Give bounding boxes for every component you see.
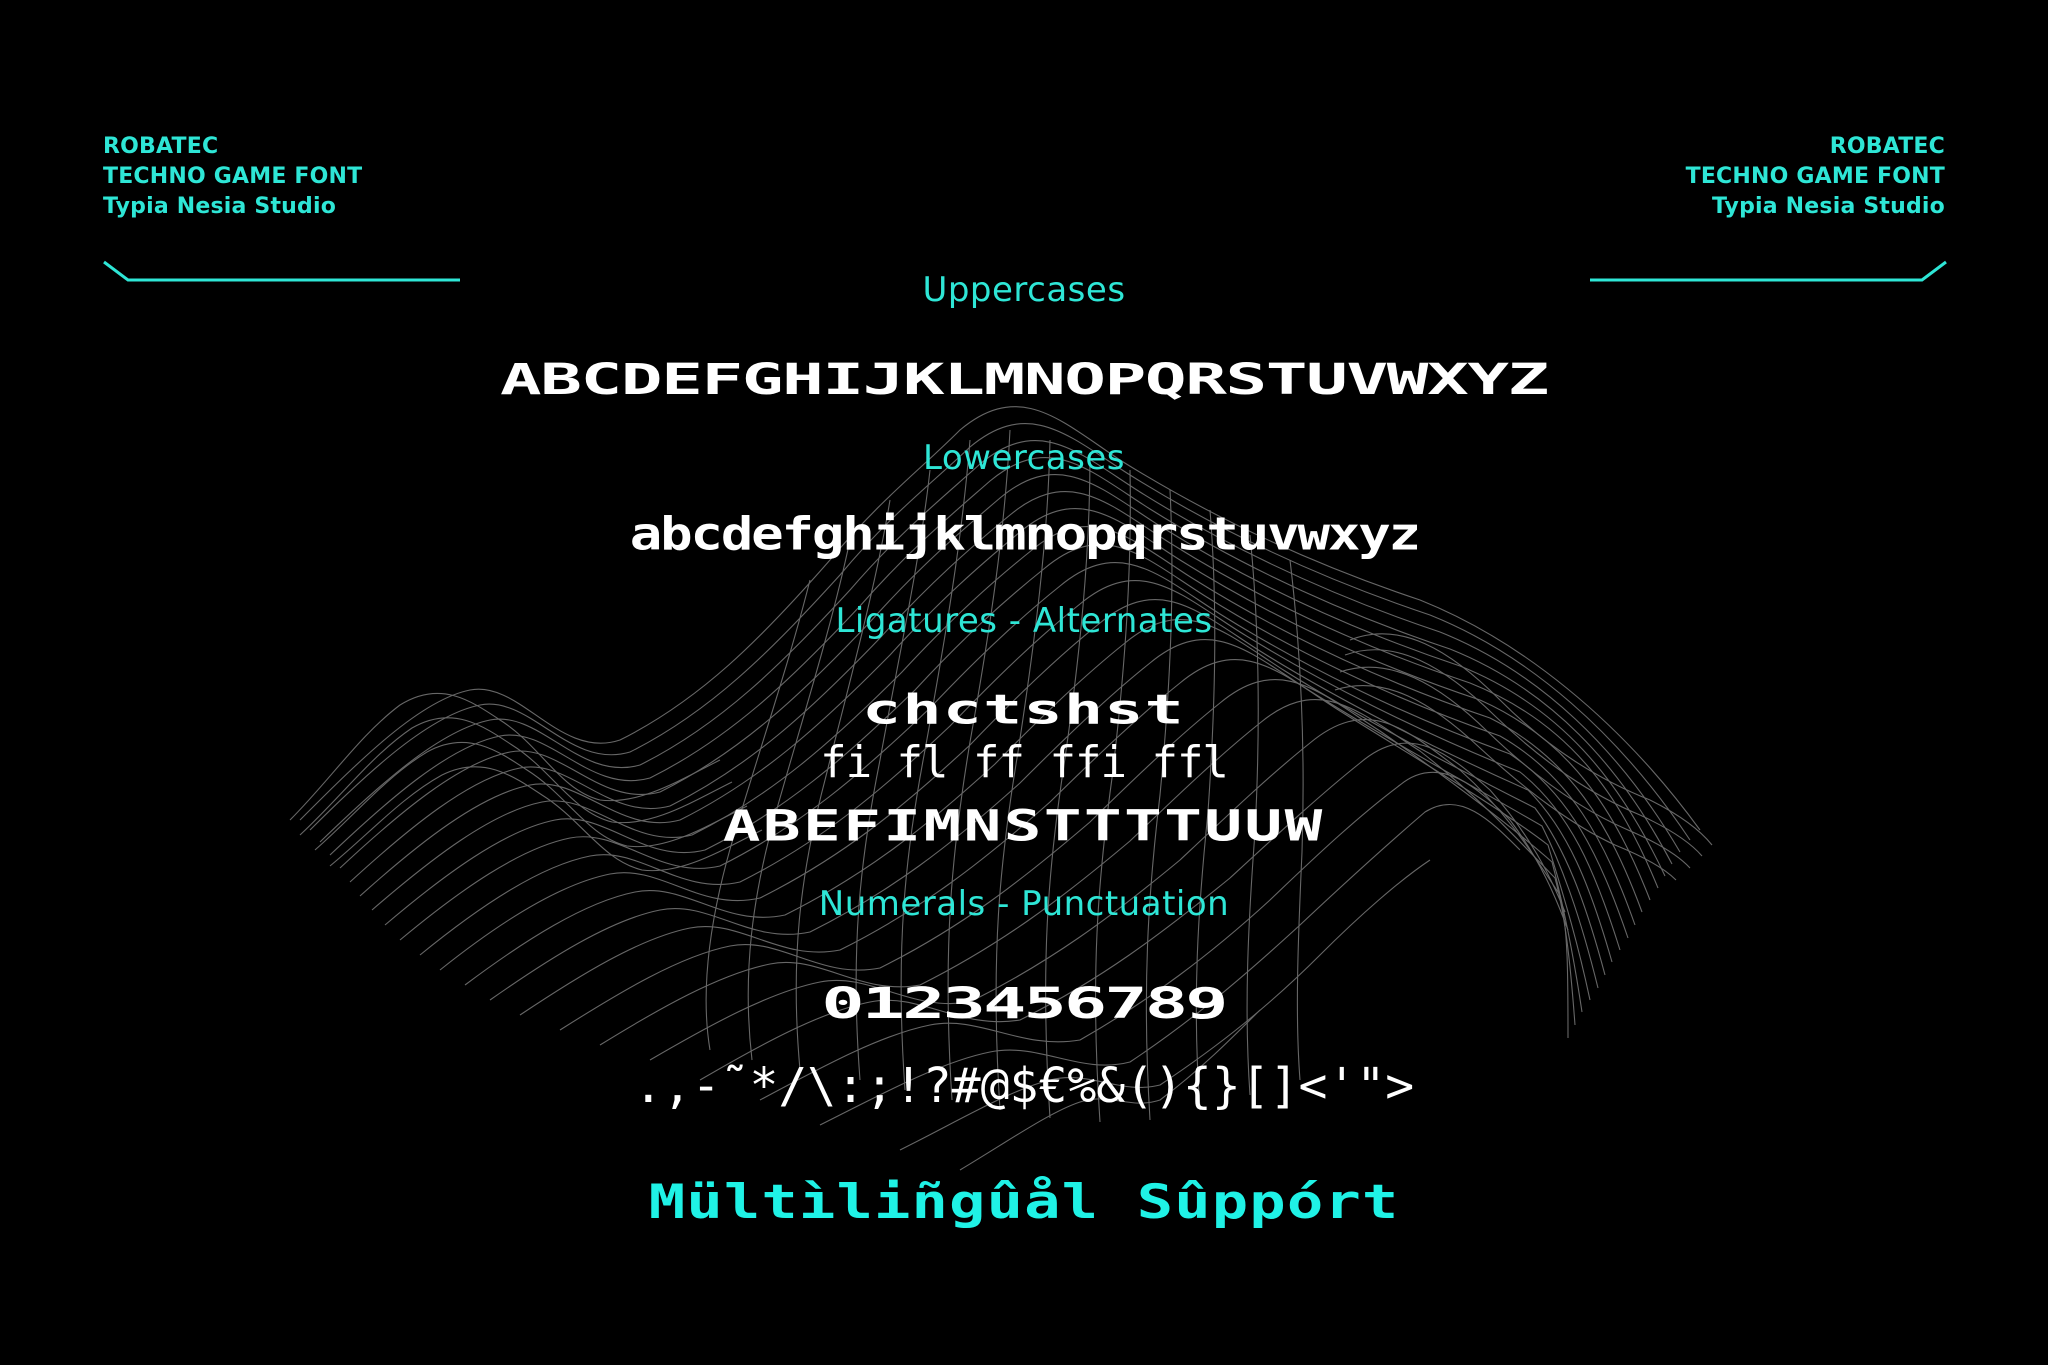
section-heading-numerals: Numerals - Punctuation <box>818 884 1230 924</box>
ligature-specimen-row-1: chctshst <box>0 684 2048 736</box>
font-name: ROBATEC <box>103 134 219 159</box>
alternate-glyphs: ABEFIMNSTTTTUUW <box>723 801 1325 851</box>
multilingual-glyphs: Mültìliñgûål Sûppórt <box>648 1173 1400 1230</box>
multilingual-support-label: Mültìliñgûål Sûppórt <box>0 1172 2048 1232</box>
font-name: ROBATEC <box>1829 134 1945 159</box>
lowercase-specimen: abcdefghijklmnopqrstuvwxyz <box>0 506 2048 562</box>
alternates-specimen: ABEFIMNSTTTTUUW <box>0 798 2048 854</box>
bracket-rule-left <box>103 260 460 282</box>
section-heading-ligatures: Ligatures - Alternates <box>835 601 1213 641</box>
punctuation-glyphs: .,-˜*/\:;!?#@$€%&(){}[]<'"> <box>633 1058 1415 1114</box>
digit-glyphs: 0123456789 <box>821 979 1229 1029</box>
numerals-specimen: 0123456789 <box>0 976 2048 1032</box>
credit-block-right: ROBATEC TECHNO GAME FONT Typia Nesia Stu… <box>1686 132 1945 222</box>
studio-name: Typia Nesia Studio <box>1711 194 1945 219</box>
credit-block-left: ROBATEC TECHNO GAME FONT Typia Nesia Stu… <box>103 132 362 222</box>
lowercase-glyphs: abcdefghijklmnopqrstuvwxyz <box>629 507 1420 561</box>
ligature-glyphs-ch-ct-sh-st: chctshst <box>862 686 1186 734</box>
section-heading-lowercases: Lowercases <box>923 438 1125 478</box>
font-tagline: TECHNO GAME FONT <box>103 164 363 189</box>
studio-name: Typia Nesia Studio <box>103 194 337 219</box>
ligature-glyphs-f: fi fl ff ffi ffl <box>820 737 1229 788</box>
uppercase-glyphs: ABCDEFGHIJKLMNOPQRSTUVWXYZ <box>499 355 1549 405</box>
section-heading-uppercases: Uppercases <box>922 270 1126 310</box>
bracket-rule-right <box>1590 260 1947 282</box>
punctuation-specimen: .,-˜*/\:;!?#@$€%&(){}[]<'"> <box>0 1058 2048 1114</box>
uppercase-specimen: ABCDEFGHIJKLMNOPQRSTUVWXYZ <box>0 352 2048 408</box>
font-tagline: TECHNO GAME FONT <box>1685 164 1945 189</box>
ligature-specimen-row-2: fi fl ff ffi ffl <box>0 738 2048 788</box>
